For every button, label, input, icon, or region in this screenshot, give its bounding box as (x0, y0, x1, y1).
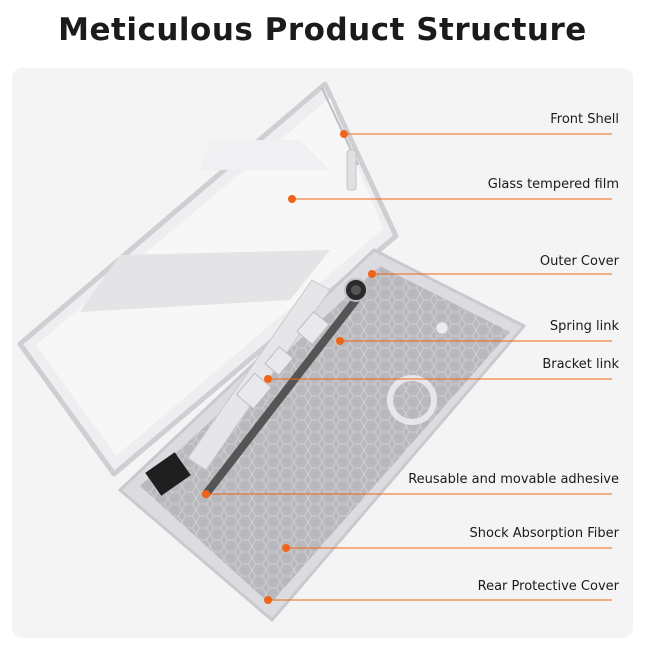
label-bracket-link: Bracket link (542, 357, 619, 372)
front-shell-part (17, 81, 399, 477)
page-title: Meticulous Product Structure (58, 12, 587, 48)
rear-case-part (118, 248, 526, 622)
label-rear-protective-cover: Rear Protective Cover (477, 579, 619, 594)
label-spring-link: Spring link (549, 319, 619, 334)
label-outer-cover: Outer Cover (539, 254, 619, 269)
label-reusable-adhesive: Reusable and movable adhesive (408, 472, 619, 487)
label-shock-absorption-fiber: Shock Absorption Fiber (469, 526, 620, 541)
label-glass-tempered-film: Glass tempered film (487, 177, 619, 192)
callout-lines (202, 130, 612, 604)
label-front-shell: Front Shell (550, 112, 619, 127)
